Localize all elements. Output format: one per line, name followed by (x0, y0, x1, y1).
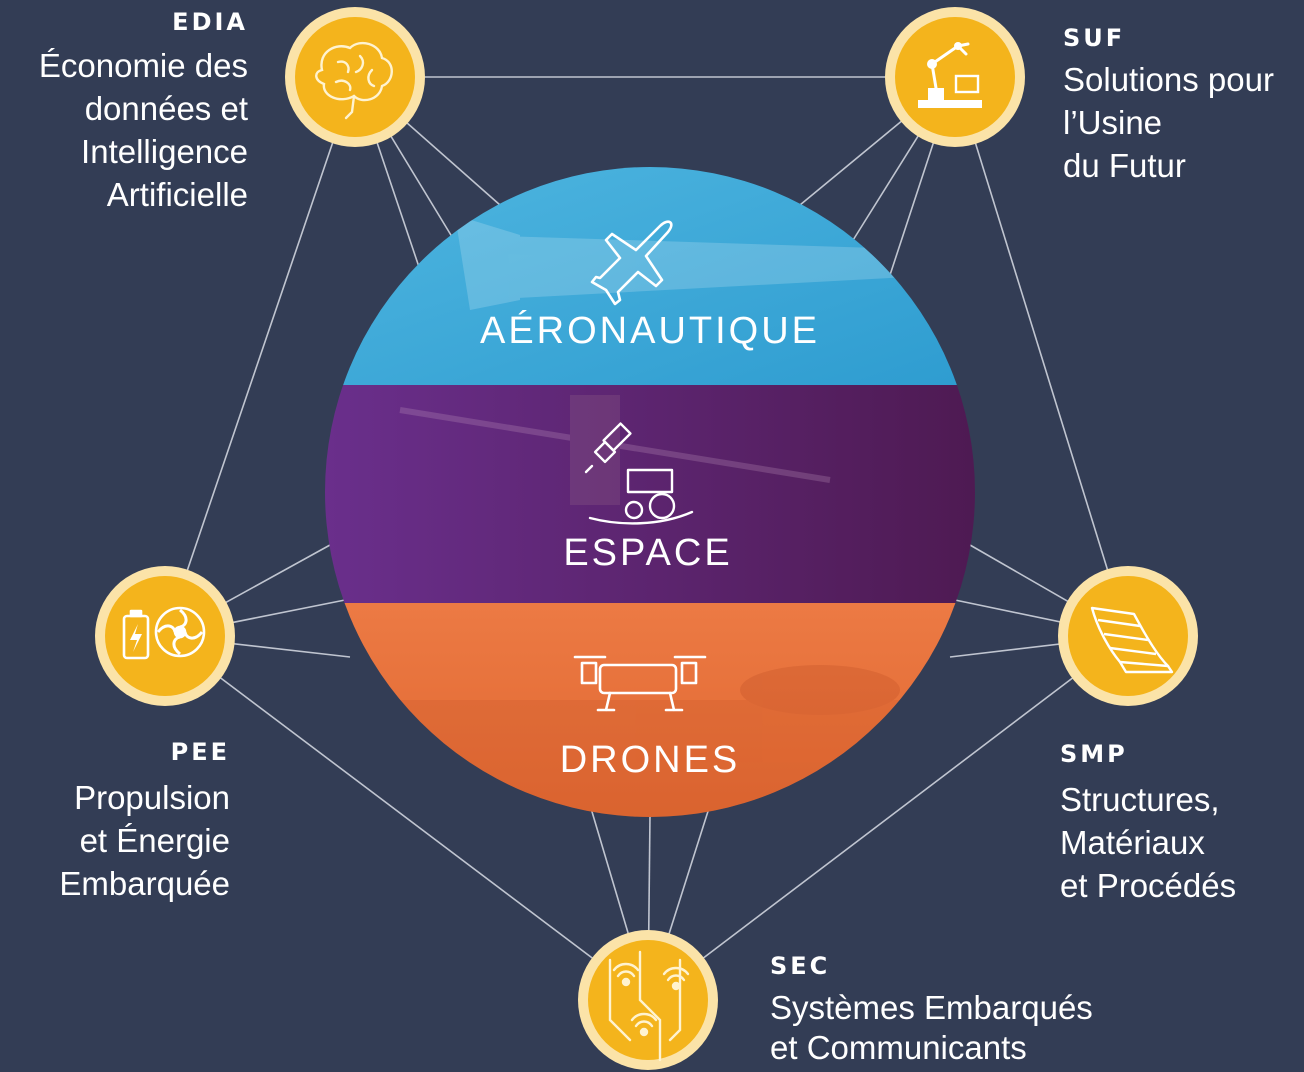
espace-band (325, 385, 975, 603)
airplane-icon (590, 220, 673, 306)
node-suf (885, 7, 1025, 147)
node-desc-suf: Solutions pour l’Usine du Futur (1063, 58, 1304, 187)
desc-line: et Énergie (79, 822, 230, 859)
desc-line: Propulsion (74, 779, 230, 816)
robot-arm-icon (918, 42, 982, 108)
sector-label-drones: DRONES (560, 739, 741, 781)
desc-line: du Futur (1063, 147, 1186, 184)
node-pee (95, 566, 235, 706)
node-code-smp: SMP (1060, 740, 1128, 768)
node-code-edia: EDIA (172, 8, 248, 36)
drone-icon (573, 655, 707, 712)
desc-line: Systèmes Embarqués (770, 989, 1093, 1026)
aero-background-plane (455, 215, 945, 310)
node-code-pee: PEE (170, 738, 230, 766)
label-smp: SMP Structures, Matériaux et Procédés (1060, 740, 1300, 907)
desc-line: Matériaux (1060, 824, 1205, 861)
sector-label-espace: ESPACE (563, 532, 732, 574)
desc-line: Structures, (1060, 781, 1220, 818)
desc-line: l’Usine (1063, 104, 1163, 141)
desc-line: données et (84, 90, 248, 127)
node-desc-smp: Structures, Matériaux et Procédés (1060, 778, 1300, 907)
label-sec: SEC Systèmes Embarqués et Communicants (770, 952, 1150, 1068)
sector-label-aero: AÉRONAUTIQUE (480, 309, 820, 352)
label-pee: PEE Propulsion et Énergie Embarquée (0, 738, 230, 905)
desc-line: Économie des (38, 47, 248, 84)
desc-line: Intelligence (81, 133, 248, 170)
desc-line: Embarquée (59, 865, 230, 902)
battery-turbine-icon (122, 606, 206, 660)
node-code-sec: SEC (770, 952, 831, 980)
satellite-tractor-icon (584, 422, 694, 525)
brain-icon (315, 41, 393, 120)
node-desc-pee: Propulsion et Énergie Embarquée (0, 776, 230, 905)
node-edia (285, 7, 425, 147)
node-desc-sec: Systèmes Embarqués et Communicants (770, 988, 1150, 1068)
node-sec (578, 930, 718, 1070)
label-suf: SUF Solutions pour l’Usine du Futur (1063, 24, 1304, 187)
desc-line: et Communicants (770, 1029, 1027, 1066)
circuit-signal-icon (608, 950, 690, 1062)
desc-line: Artificielle (106, 176, 248, 213)
desc-line: et Procédés (1060, 867, 1237, 904)
desc-line: Solutions pour (1063, 61, 1274, 98)
label-edia: EDIA Économie des données et Intelligenc… (0, 8, 248, 216)
node-code-suf: SUF (1063, 24, 1126, 52)
node-desc-edia: Économie des données et Intelligence Art… (0, 44, 248, 216)
node-smp (1058, 566, 1198, 706)
composite-layers-icon (1090, 606, 1174, 674)
